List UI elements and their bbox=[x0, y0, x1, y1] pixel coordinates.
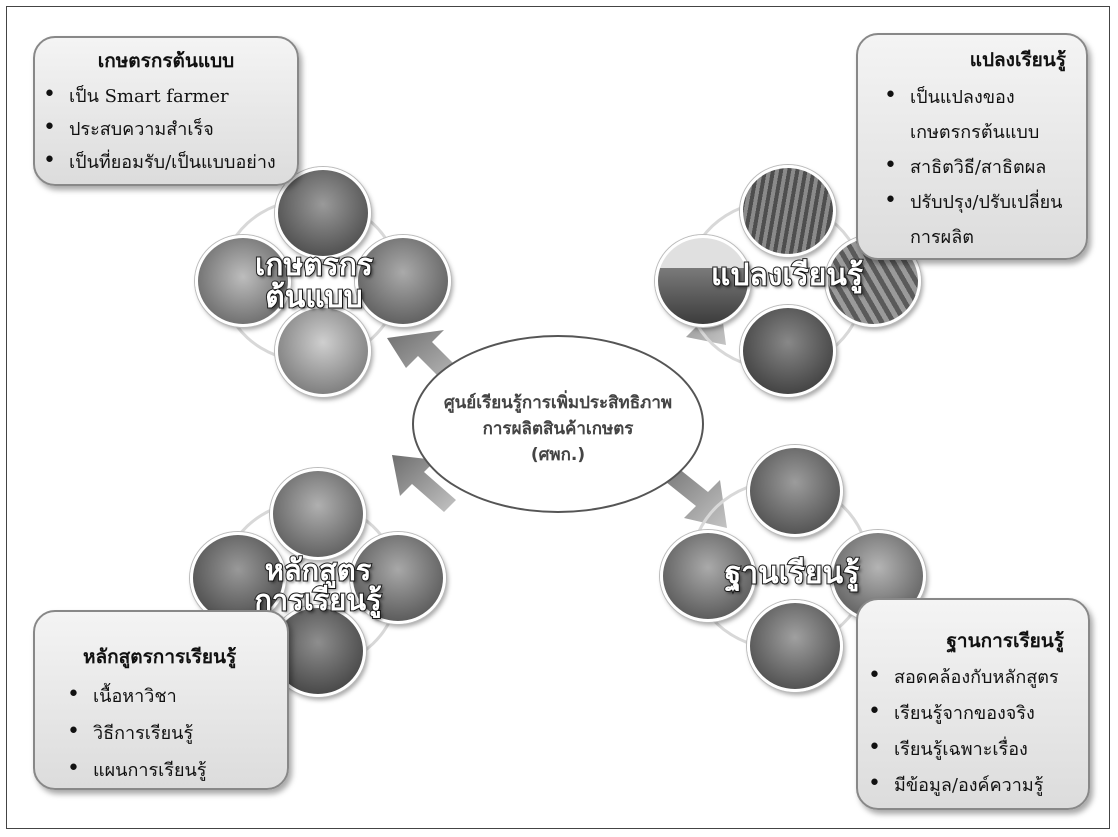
list-item: เป็นแปลงของ bbox=[884, 78, 1062, 115]
model-farmer-title: เกษตรกรต้นแบบ bbox=[97, 50, 235, 72]
curriculum-title: หลักสูตรการเรียนรู้ bbox=[83, 646, 237, 668]
plot-photo-bottom bbox=[740, 305, 836, 397]
model-farmer-list: เป็น Smart farmer ประสบความสำเร็จ เป็นที… bbox=[43, 78, 276, 179]
model-farmer-cluster-label: เกษตรกร ต้นแบบ bbox=[234, 248, 394, 315]
list-item: เรียนรู้เฉพาะเรื่อง bbox=[868, 730, 1059, 768]
farmer-photo-left bbox=[195, 235, 291, 327]
list-item: สอดคล้องกับหลักสูตร bbox=[868, 658, 1059, 696]
learning-station-cluster-label: ฐานเรียนรู้ bbox=[724, 556, 860, 591]
station-photo-left bbox=[660, 530, 756, 622]
learning-plot-title: แปลงเรียนรู้ bbox=[969, 49, 1066, 71]
plot-photo-top bbox=[740, 165, 836, 257]
learning-station-title: ฐานการเรียนรู้ bbox=[946, 630, 1064, 652]
center-title-line-3: (ศพก.) bbox=[530, 445, 586, 465]
list-item: สาธิตวิธี/สาธิตผล bbox=[884, 148, 1062, 185]
center-title-line-1: ศูนย์เรียนรู้การเพิ่มประสิทธิภาพ bbox=[443, 393, 673, 413]
model-farmer-cluster: เกษตรกร ต้นแบบ bbox=[190, 167, 451, 397]
list-item: การผลิต bbox=[910, 227, 974, 248]
plot-photo-left bbox=[655, 235, 751, 327]
list-item: ประสบความสำเร็จ bbox=[43, 111, 276, 146]
list-item: วิธีการเรียนรู้ bbox=[67, 713, 206, 752]
curriculum-box: หลักสูตรการเรียนรู้ เนื้อหาวิชา วิธีการเ… bbox=[33, 610, 289, 790]
list-item: เกษตรกรต้นแบบ bbox=[910, 122, 1040, 143]
farmer-photo-right bbox=[355, 235, 451, 327]
station-photo-top bbox=[747, 445, 843, 537]
list-item: เรียนรู้จากของจริง bbox=[868, 694, 1059, 732]
center-title-line-2: การผลิตสินค้าเกษตร bbox=[482, 419, 634, 439]
model-farmer-box: เกษตรกรต้นแบบ เป็น Smart farmer ประสบควา… bbox=[33, 36, 299, 186]
list-item: เนื้อหาวิชา bbox=[67, 676, 206, 715]
list-item: แผนการเรียนรู้ bbox=[67, 750, 206, 789]
curriculum-photo-top bbox=[270, 468, 366, 560]
farmer-photo-bottom bbox=[275, 305, 371, 397]
cluster-label-line: หลักสูตร bbox=[264, 553, 373, 587]
arrow-to-curriculum bbox=[392, 455, 456, 512]
learning-plot-box: แปลงเรียนรู้ เป็นแปลงของ เกษตรกรต้นแบบ ส… bbox=[856, 33, 1088, 260]
learning-plot-cluster-label: แปลงเรียนรู้ bbox=[710, 258, 864, 293]
learning-plot-list: เป็นแปลงของ เกษตรกรต้นแบบ สาธิตวิธี/สาธิ… bbox=[884, 78, 1062, 255]
curriculum-list: เนื้อหาวิชา วิธีการเรียนรู้ แผนการเรียนร… bbox=[67, 676, 206, 789]
learning-station-list: สอดคล้องกับหลักสูตร เรียนรู้จากของจริง เ… bbox=[868, 658, 1059, 804]
farmer-photo-top bbox=[275, 167, 371, 259]
list-item: มีข้อมูล/องค์ความรู้ bbox=[868, 766, 1059, 804]
curriculum-cluster-label: หลักสูตร การเรียนรู้ bbox=[233, 553, 403, 617]
cluster-label-line: ต้นแบบ bbox=[264, 279, 363, 315]
center-ellipse: ศูนย์เรียนรู้การเพิ่มประสิทธิภาพ การผลิต… bbox=[412, 335, 704, 513]
cluster-label-line: เกษตรกร bbox=[254, 248, 374, 283]
list-item: เป็น Smart farmer bbox=[43, 78, 276, 113]
list-item: ปรับปรุง/ปรับเปลี่ยน bbox=[884, 183, 1062, 220]
diagram-frame bbox=[6, 6, 1110, 829]
list-item: เป็นที่ยอมรับ/เป็นแบบอย่าง bbox=[43, 144, 276, 179]
curriculum-photo-right bbox=[350, 532, 446, 624]
learning-station-box: ฐานการเรียนรู้ สอดคล้องกับหลักสูตร เรียน… bbox=[856, 598, 1090, 810]
station-photo-bottom bbox=[747, 600, 843, 692]
